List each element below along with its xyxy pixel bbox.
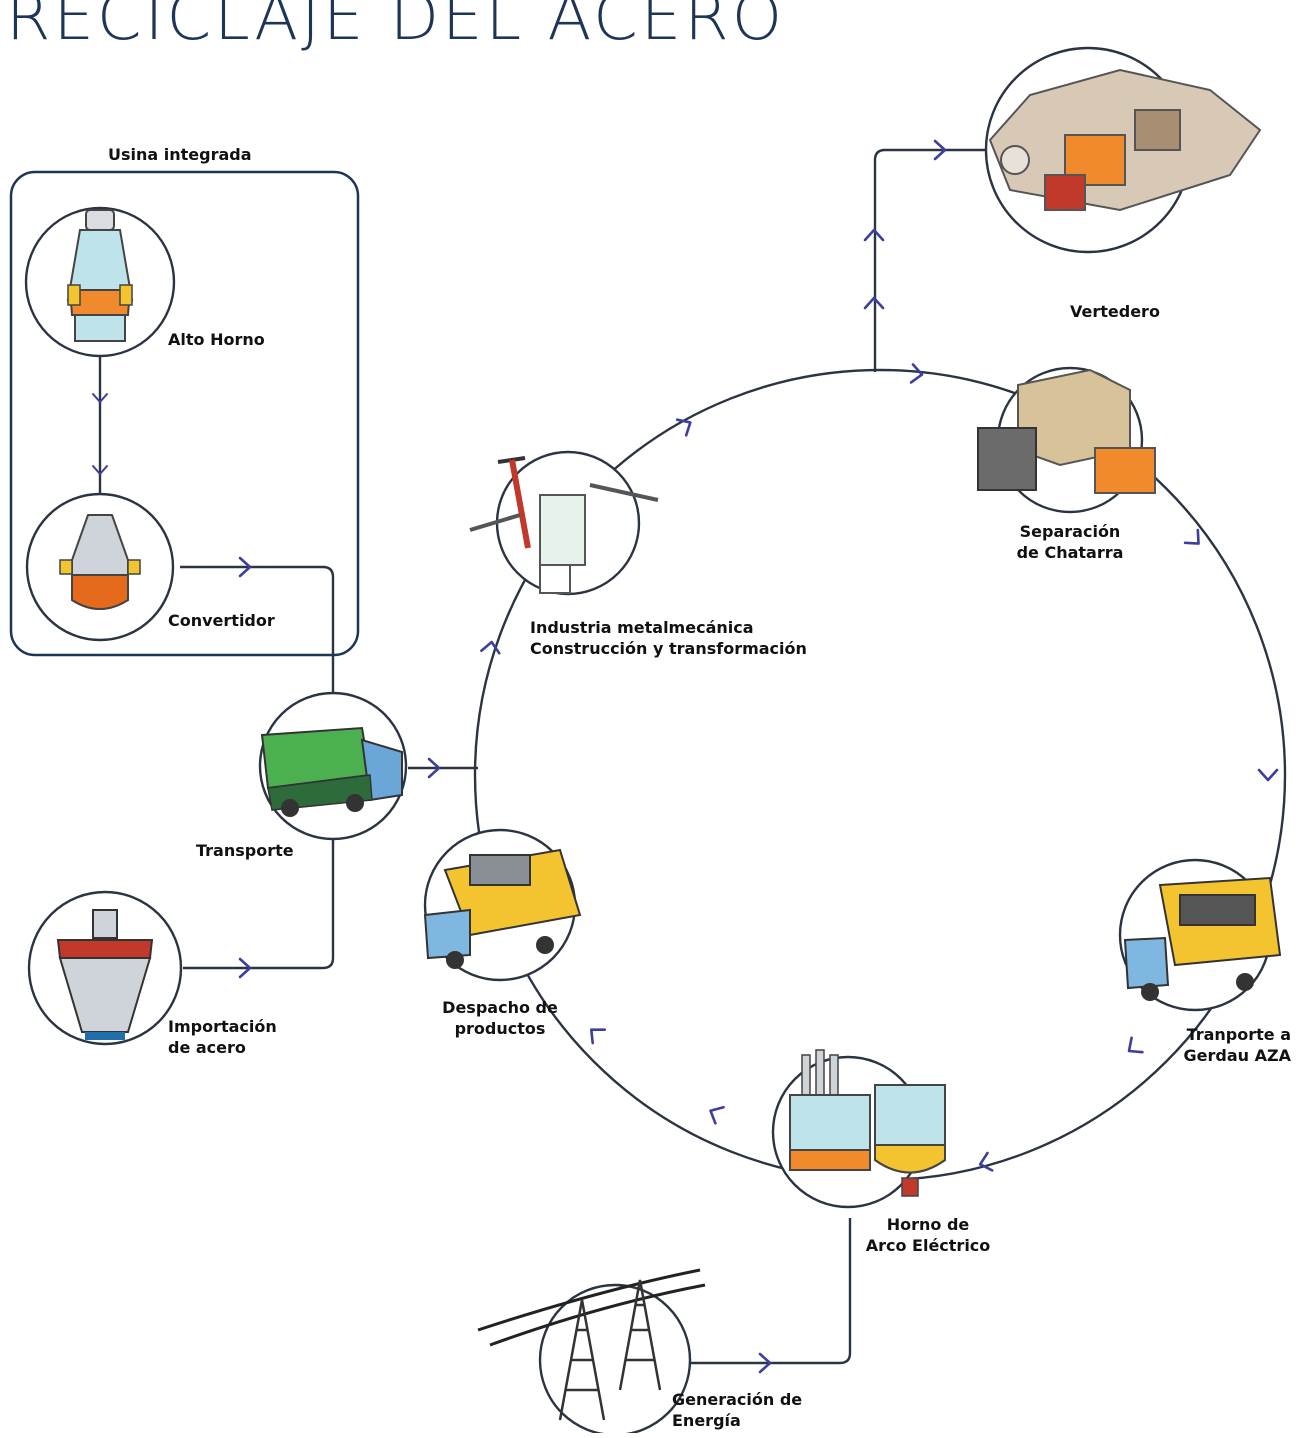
tools-icon xyxy=(469,450,659,596)
label-industria: Industria metalmecánica Construcción y t… xyxy=(530,618,807,658)
label-tranporte-aza: Tranporte a Gerdau AZA xyxy=(1183,1025,1291,1065)
scrap-bales-icon xyxy=(977,366,1156,514)
truck-icon xyxy=(258,691,408,841)
electric-arc-furnace-icon xyxy=(771,1049,946,1209)
integrated-plant-frame xyxy=(9,170,360,657)
label-importacion: Importación de acero xyxy=(168,1017,277,1057)
label-vertedero: Vertedero xyxy=(1070,302,1160,321)
label-separacion: Separación de Chatarra xyxy=(1016,522,1124,562)
label-alto-horno: Alto Horno xyxy=(168,330,265,349)
converter-icon xyxy=(25,492,175,642)
label-convertidor: Convertidor xyxy=(168,611,275,630)
page-title: RECICLAJE DEL ACERO xyxy=(6,0,786,55)
label-transporte: Transporte xyxy=(196,841,294,860)
blast-furnace-icon xyxy=(24,206,176,358)
ship-icon xyxy=(27,890,183,1046)
group-label-usina-integrada: Usina integrada xyxy=(108,145,252,164)
connector-lines xyxy=(98,148,985,1365)
landfill-icon xyxy=(984,46,1262,254)
delivery-truck-icon xyxy=(423,828,582,982)
label-generacion: Generación de Energía xyxy=(672,1390,803,1430)
label-horno-arco: Horno de Arco Eléctrico xyxy=(865,1215,991,1255)
label-despacho: Despacho de productos xyxy=(442,998,558,1038)
dump-truck-icon xyxy=(1118,858,1282,1012)
power-tower-icon xyxy=(477,1268,706,1437)
